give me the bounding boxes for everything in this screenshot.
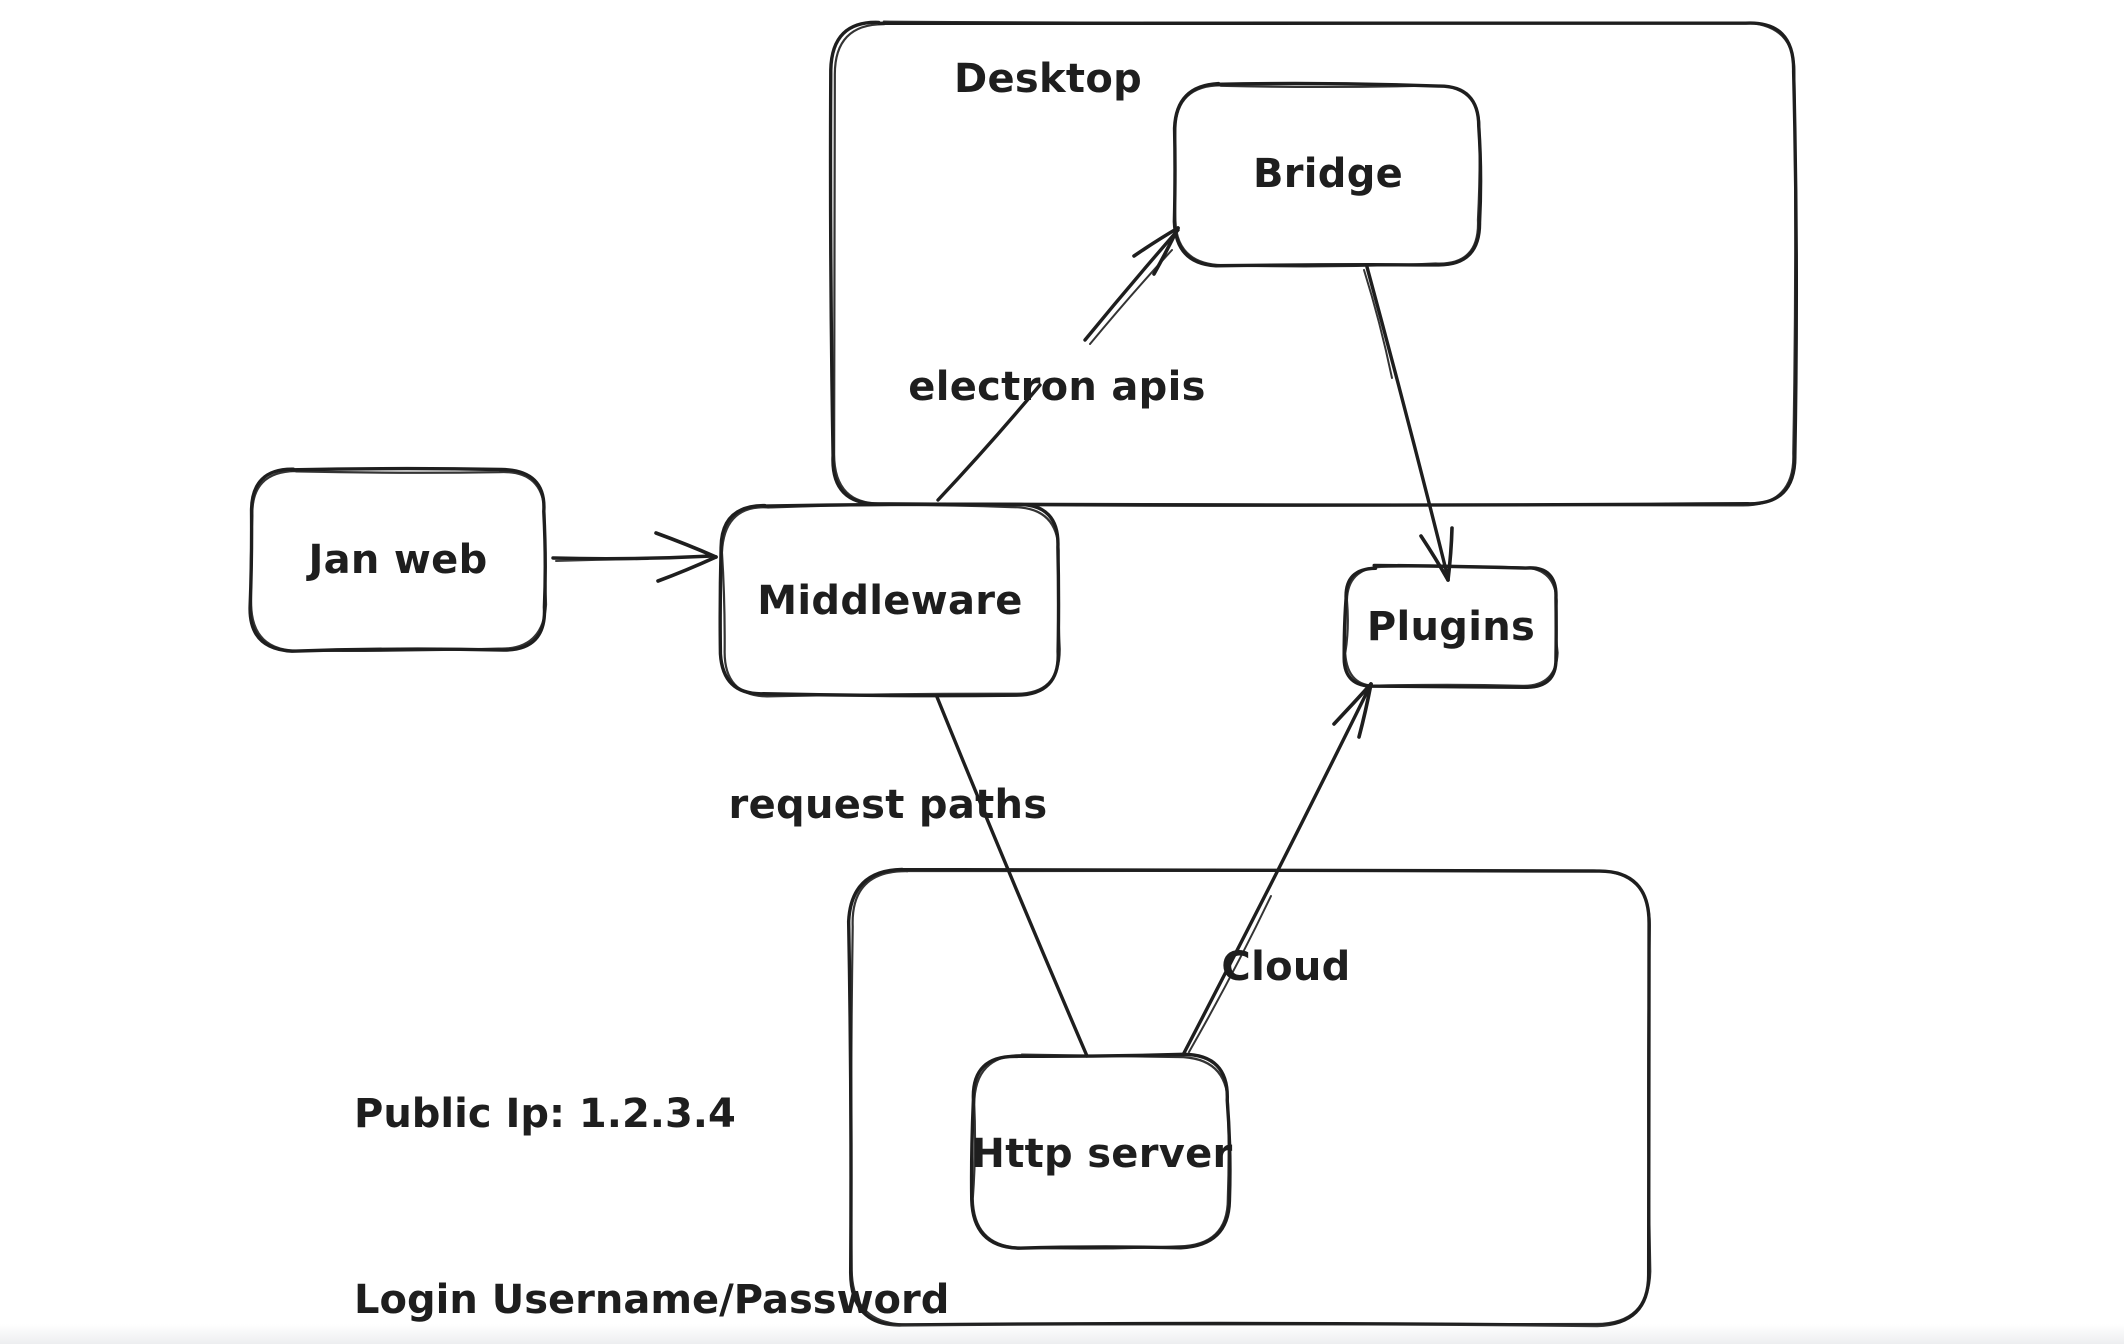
arrow-http-server-to-plugins[interactable] [1182,682,1373,1055]
arrow-bridge-to-plugins[interactable] [1363,265,1454,582]
node-label-plugins[interactable]: Plugins [1366,604,1536,650]
annotation-line-2: Login Username/Password [354,1277,950,1323]
node-desktop-box[interactable] [828,20,1799,507]
annotation-line-1: Public Ip: 1.2.3.4 [354,1091,736,1137]
annotation-note[interactable]: Public Ip: 1.2.3.4 Login Username/Passwo… [354,959,949,1344]
node-label-jan-web[interactable]: Jan web [308,537,488,583]
canvas-bottom-fade [0,1324,2124,1344]
node-http-server-box[interactable] [969,1052,1232,1250]
node-label-desktop[interactable]: Desktop [953,56,1143,102]
node-jan-web-box[interactable] [248,466,548,653]
arrow-jan-web-to-middleware[interactable] [551,531,718,583]
node-label-bridge[interactable]: Bridge [1252,151,1404,197]
node-middleware-box[interactable] [718,502,1061,698]
node-bridge-box[interactable] [1172,81,1483,268]
node-label-cloud[interactable]: Cloud [1221,944,1351,990]
line-middleware-to-http-server[interactable] [935,695,1089,1058]
node-label-middleware[interactable]: Middleware [757,578,1023,624]
node-label-http-server[interactable]: Http server [971,1131,1233,1177]
edge-label-electron-apis[interactable]: electron apis [908,364,1206,410]
edge-label-request-paths[interactable]: request paths [728,782,1048,828]
node-plugins-box[interactable] [1342,563,1559,690]
